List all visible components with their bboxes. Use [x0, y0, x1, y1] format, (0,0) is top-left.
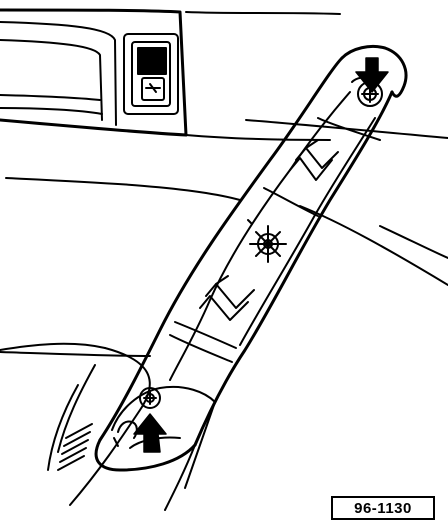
figure-reference-label: 96-1130 — [331, 496, 435, 520]
arrow-down-icon — [355, 57, 389, 93]
door-lower-edge — [0, 342, 151, 506]
retaining-clip-upper — [289, 139, 339, 181]
door-frame — [0, 8, 341, 141]
retaining-clip-lower — [199, 275, 255, 321]
grab-handle-trim — [94, 44, 408, 511]
door-panel-contours — [0, 119, 448, 357]
arrow-up-icon — [133, 413, 167, 453]
lower-screw — [139, 387, 161, 409]
center-cover-cap — [249, 225, 287, 263]
figure-reference-number: 96-1130 — [354, 499, 412, 517]
door-lock-button — [123, 33, 179, 115]
vent-slots — [57, 423, 93, 471]
